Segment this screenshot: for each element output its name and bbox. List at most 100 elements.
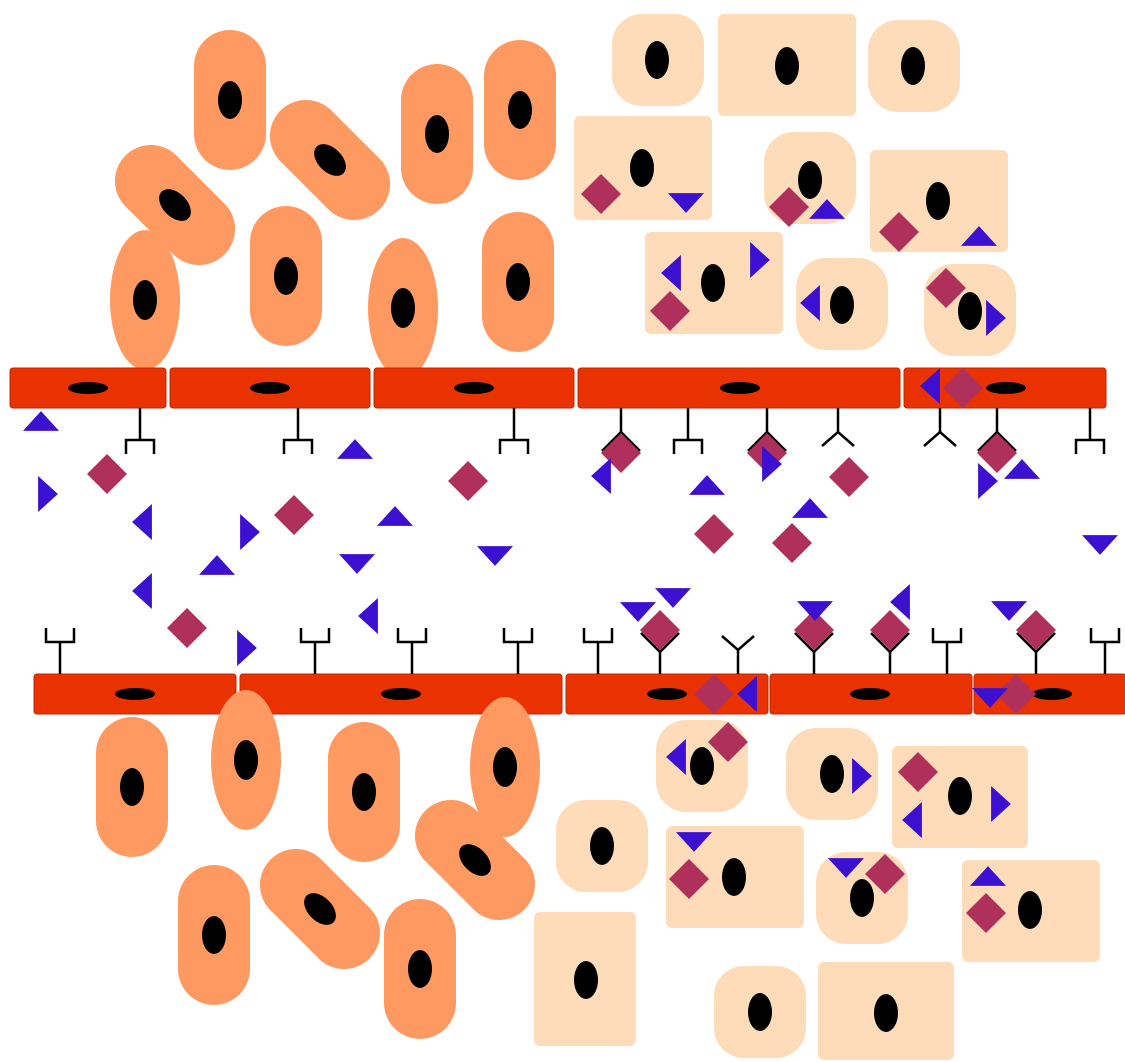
diamond-molecule bbox=[694, 674, 734, 714]
receptor bbox=[282, 408, 314, 454]
diamond-molecule bbox=[601, 433, 641, 473]
diamond-molecule bbox=[694, 514, 734, 554]
triangle-molecule bbox=[358, 598, 378, 634]
nucleus bbox=[775, 47, 799, 85]
elongated-cell bbox=[269, 99, 391, 221]
diamond-molecule bbox=[581, 174, 621, 214]
endothelial-layer-top bbox=[9, 367, 1107, 409]
nucleus bbox=[690, 747, 714, 785]
signaling-molecules bbox=[23, 174, 1118, 933]
elongated-cell bbox=[259, 848, 381, 970]
triangle-molecule bbox=[661, 255, 681, 291]
bound-receptor bbox=[977, 408, 1017, 452]
elongated-cell bbox=[368, 238, 438, 378]
receptor-cup bbox=[1089, 628, 1121, 644]
triangle-molecule bbox=[852, 758, 872, 794]
receptor bbox=[124, 408, 156, 454]
triangle-molecule bbox=[1082, 535, 1118, 555]
receptor bbox=[721, 635, 755, 674]
nucleus bbox=[202, 916, 226, 954]
nucleus bbox=[630, 149, 654, 187]
triangle-molecule bbox=[377, 506, 413, 526]
triangle-molecule bbox=[477, 546, 513, 566]
triangle-molecule bbox=[750, 242, 770, 278]
nucleus bbox=[493, 747, 517, 787]
diamond-molecule bbox=[926, 268, 966, 308]
bound-receptor bbox=[1016, 632, 1056, 674]
receptor-arms bbox=[870, 632, 910, 654]
receptor bbox=[582, 628, 614, 674]
elongated-cell bbox=[178, 865, 250, 1005]
elongated-cell bbox=[414, 799, 536, 921]
receptor-arms bbox=[821, 430, 855, 447]
nucleus bbox=[874, 994, 898, 1032]
nucleus bbox=[304, 893, 336, 925]
nucleus bbox=[133, 280, 157, 320]
bound-receptor bbox=[640, 632, 680, 674]
elongated-cell bbox=[250, 206, 322, 346]
nucleus bbox=[506, 263, 530, 301]
triangle-molecule bbox=[666, 739, 686, 775]
triangle-molecule bbox=[337, 439, 373, 459]
diamond-molecule bbox=[870, 610, 910, 650]
diamond-molecule bbox=[865, 854, 905, 894]
endothelial-nucleus bbox=[454, 382, 494, 394]
triangle-molecule bbox=[132, 573, 152, 609]
nucleus bbox=[120, 768, 144, 806]
diamond-molecule bbox=[829, 457, 869, 497]
endothelial-nucleus bbox=[986, 382, 1026, 394]
nucleus bbox=[218, 81, 242, 119]
diamond-molecule bbox=[650, 291, 690, 331]
nucleus bbox=[820, 755, 844, 793]
nucleus bbox=[850, 879, 874, 917]
receptor-arms bbox=[1016, 632, 1056, 654]
triangle-molecule bbox=[676, 832, 712, 852]
triangle-molecule bbox=[961, 226, 997, 246]
receptor-arms bbox=[721, 635, 755, 652]
triangle-molecule bbox=[23, 411, 59, 431]
nucleus bbox=[830, 286, 854, 324]
nucleus bbox=[926, 182, 950, 220]
endothelial-nucleus bbox=[381, 688, 421, 700]
receptor bbox=[1089, 628, 1121, 674]
diamond-molecule bbox=[87, 454, 127, 494]
endothelial-nucleus bbox=[1032, 688, 1072, 700]
triangle-molecule bbox=[737, 676, 757, 712]
receptor bbox=[672, 408, 704, 454]
triangle-molecule bbox=[792, 498, 828, 518]
triangle-molecule bbox=[132, 504, 152, 540]
triangle-molecule bbox=[591, 458, 611, 494]
receptor-cup bbox=[672, 438, 704, 454]
diamond-molecule bbox=[640, 610, 680, 650]
endothelial-nucleus bbox=[647, 688, 687, 700]
elongated-cell bbox=[194, 30, 266, 170]
elongated-cell bbox=[384, 899, 456, 1039]
diamond-molecule bbox=[879, 212, 919, 252]
diamond-molecule bbox=[708, 722, 748, 762]
nucleus bbox=[701, 264, 725, 302]
receptor-cup bbox=[498, 438, 530, 454]
nucleus bbox=[234, 740, 258, 780]
receptor-arms bbox=[601, 430, 641, 452]
receptor-cup bbox=[299, 628, 331, 644]
diamond-molecule bbox=[167, 608, 207, 648]
triangle-molecule bbox=[991, 601, 1027, 621]
endothelial-nucleus bbox=[720, 382, 760, 394]
nucleus bbox=[722, 858, 746, 896]
triangle-molecule bbox=[972, 688, 1008, 708]
receptor bbox=[1074, 408, 1106, 454]
nucleus bbox=[645, 41, 669, 79]
endothelial-nucleus bbox=[250, 382, 290, 394]
diamond-molecule bbox=[669, 859, 709, 899]
diamond-molecule bbox=[448, 461, 488, 501]
triangle-molecule bbox=[890, 584, 910, 620]
receptor-arms bbox=[747, 430, 787, 452]
receptor bbox=[931, 628, 963, 674]
bound-receptor bbox=[870, 632, 910, 674]
endothelial-nucleus bbox=[68, 382, 108, 394]
triangle-molecule bbox=[339, 554, 375, 574]
receptor bbox=[299, 628, 331, 674]
nucleus bbox=[798, 161, 822, 199]
diamond-molecule bbox=[898, 752, 938, 792]
triangle-molecule bbox=[986, 300, 1006, 336]
